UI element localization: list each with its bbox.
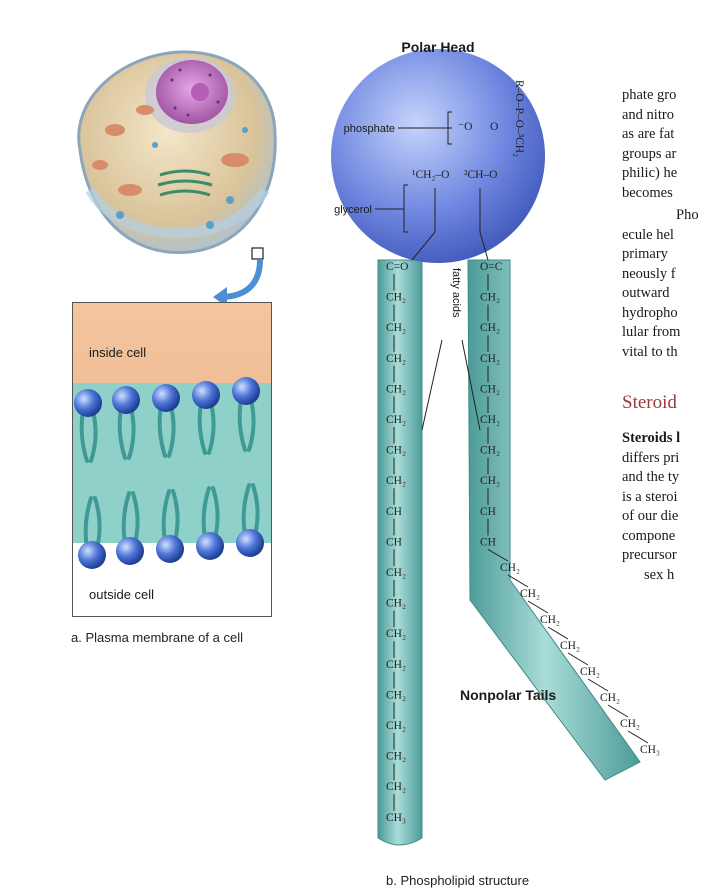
svg-text:¹CH₂–O: ¹CH₂–O <box>412 169 450 181</box>
chain-group-label: CH₂ <box>386 781 406 793</box>
body-line: philic) he <box>622 164 677 183</box>
chain-group-label: CH₂ <box>386 751 406 763</box>
body-line: groups ar <box>622 145 676 164</box>
chain-group-label: CH₂ <box>386 353 406 365</box>
chain-group-label: CH₂ <box>386 628 406 640</box>
body-line: neously f <box>622 265 676 284</box>
fatty-acids-label: fatty acids <box>450 268 462 318</box>
chain-group-label: CH <box>480 506 496 518</box>
chain-group-label: CH₂ <box>560 640 580 652</box>
body-line: compone <box>622 527 675 546</box>
chain-bond <box>588 679 608 691</box>
phosphate-label: phosphate <box>344 123 395 135</box>
chain-group-label: CH₂ <box>386 414 406 426</box>
body-line: phate gro <box>622 86 676 105</box>
chain-group-label: CH₃ <box>640 744 660 756</box>
chain-group-label: CH₂ <box>540 614 560 626</box>
chain-group-label: CH₂ <box>386 292 406 304</box>
chain-bond <box>568 653 588 665</box>
body-line-bold: Steroids l <box>622 429 680 448</box>
chain-group-label: CH₂ <box>480 322 500 334</box>
chain-group-label: CH₂ <box>386 720 406 732</box>
chain-group-label: CH₃ <box>386 812 406 824</box>
chain-group-label: CH <box>386 506 402 518</box>
svg-text:⁻O: ⁻O <box>458 121 472 133</box>
chain-group-label: CH₂ <box>480 353 500 365</box>
inside-cell-label: inside cell <box>89 345 146 360</box>
svg-text:²CH–O: ²CH–O <box>464 169 497 181</box>
chain-group-label: CH₂ <box>520 588 540 600</box>
membrane-closeup: inside cell outside cell <box>72 302 272 617</box>
chain-group-label: CH₂ <box>620 718 640 730</box>
svg-text:R–O–P–O–³CH₂: R–O–P–O–³CH₂ <box>513 80 525 157</box>
panel-b-caption: b. Phospholipid structure <box>386 873 529 888</box>
body-line: outward <box>622 284 670 303</box>
body-line: is a steroi <box>622 488 678 507</box>
body-line: precursor <box>622 546 677 565</box>
svg-text:O: O <box>490 121 498 133</box>
chain-group-label: CH₂ <box>480 292 500 304</box>
body-line: and nitro <box>622 106 674 125</box>
chain-bond <box>608 705 628 717</box>
chain-bond <box>628 731 648 743</box>
cell-illustration <box>60 40 290 270</box>
section-heading: Steroid <box>622 392 677 414</box>
chain-group-label: CH₂ <box>480 475 500 487</box>
body-line: ecule hel <box>622 226 674 245</box>
chain-group-label: O=C <box>480 261 503 273</box>
chain-group-label: CH₂ <box>386 475 406 487</box>
body-line: hydropho <box>622 304 678 323</box>
polar-head-sphere <box>331 49 545 263</box>
chain-group-label: C=O <box>386 261 408 273</box>
text-column: phate gro and nitro as are fat groups ar… <box>622 86 713 706</box>
chain-group-label: CH₂ <box>500 562 520 574</box>
body-line: differs pri <box>622 449 679 468</box>
chain-group-label: CH₂ <box>386 445 406 457</box>
chain-group-label: CH₂ <box>386 383 406 395</box>
chain-group-label: CH <box>386 536 402 548</box>
body-line: lular from <box>622 323 680 342</box>
body-line: and the ty <box>622 468 679 487</box>
body-line: vital to th <box>622 343 678 362</box>
polar-head-label: Polar Head <box>401 39 474 55</box>
chain-group-label: CH₂ <box>480 445 500 457</box>
chain-group-label: CH <box>480 536 496 548</box>
chain-group-label: CH₂ <box>386 567 406 579</box>
chain-group-label: CH₂ <box>600 692 620 704</box>
body-line: becomes <box>622 184 673 203</box>
outside-cell-label: outside cell <box>89 587 154 602</box>
chain-group-label: CH₂ <box>480 414 500 426</box>
chain-group-label: CH₂ <box>386 659 406 671</box>
body-line: sex h <box>644 566 674 585</box>
panel-a-caption: a. Plasma membrane of a cell <box>71 630 243 645</box>
nonpolar-tails-label: Nonpolar Tails <box>460 687 556 703</box>
body-line: Pho <box>676 206 699 225</box>
chain-group-label: CH₂ <box>480 383 500 395</box>
chain-group-label: CH₂ <box>580 666 600 678</box>
body-line: of our die <box>622 507 678 526</box>
body-line: as are fat <box>622 125 674 144</box>
glycerol-label: glycerol <box>334 204 372 216</box>
chain-group-label: CH₂ <box>386 598 406 610</box>
chain-group-label: CH₂ <box>386 689 406 701</box>
body-line: primary <box>622 245 668 264</box>
chain-group-label: CH₂ <box>386 322 406 334</box>
